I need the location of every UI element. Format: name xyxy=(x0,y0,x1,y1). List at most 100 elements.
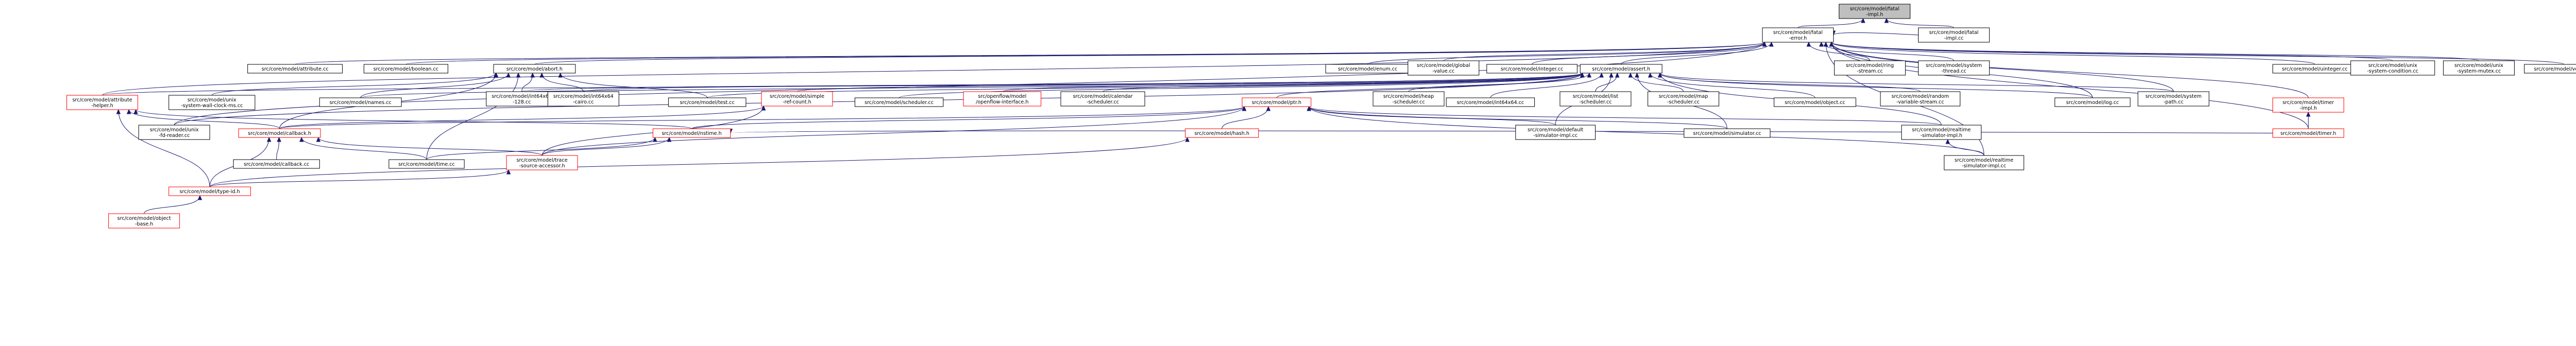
node-box xyxy=(506,155,578,170)
graph-node[interactable]: src/core/model/enum.cc xyxy=(1325,64,1410,74)
node-label: src/core/model/callback.cc xyxy=(244,162,309,167)
graph-node[interactable]: src/core/model/unix-fd-reader.cc xyxy=(138,125,210,140)
arrow-head xyxy=(1806,41,1811,47)
graph-node[interactable]: src/core/model/unix-system-condition.cc xyxy=(2350,60,2435,76)
node-label: -ref-count.h xyxy=(783,99,811,105)
arrow-head xyxy=(1599,72,1604,78)
node-label: -value.cc xyxy=(1432,68,1454,74)
graph-node[interactable]: src/core/model/nstime.h xyxy=(652,128,731,138)
node-label: src/core/model/heap xyxy=(1383,94,1434,99)
dependency-edge xyxy=(301,137,427,160)
node-label: src/core/model/int64x64.cc xyxy=(1457,100,1524,106)
node-label: src/core/model/simple xyxy=(770,94,824,99)
graph-node[interactable]: src/core/model/fatal-impl.cc xyxy=(1918,27,1990,43)
dependency-edge xyxy=(1595,73,1618,92)
graph-node[interactable]: src/core/model/hash.h xyxy=(1185,128,1259,138)
node-label: src/core/model/ptr.h xyxy=(1252,100,1301,106)
graph-node[interactable]: src/core/model/simple-ref-count.h xyxy=(761,91,833,107)
node-label: -system-wall-clock-ms.cc xyxy=(181,103,243,109)
graph-node[interactable]: src/core/model/vector.cc xyxy=(2524,64,2576,74)
graph-node[interactable]: src/core/model/object-base.h xyxy=(108,213,180,229)
arrow-head xyxy=(653,136,657,142)
node-label: -fd-reader.cc xyxy=(159,133,190,139)
graph-node[interactable]: src/core/model/simulator.cc xyxy=(1684,128,1771,138)
dependency-edge xyxy=(405,42,1765,65)
graph-node[interactable]: src/core/model/callback.cc xyxy=(233,159,320,169)
node-label: src/core/model/unix xyxy=(2454,63,2503,68)
graph-node[interactable]: src/core/model/object.cc xyxy=(1773,97,1856,107)
graph-node[interactable]: src/core/model/timer.h xyxy=(2272,128,2344,138)
graph-node[interactable]: src/core/model/fatal-error.h xyxy=(1762,27,1834,43)
graph-node[interactable]: src/core/model/default-simulator-impl.cc xyxy=(1515,125,1596,140)
graph-node[interactable]: src/core/model/ring-stream.cc xyxy=(1834,60,1906,76)
graph-node[interactable]: src/core/model/timer-impl.h xyxy=(2272,97,2344,113)
node-label: -simulator-impl.cc xyxy=(1533,133,1578,139)
node-box xyxy=(1647,91,1719,107)
graph-node[interactable]: src/core/model/ptr.h xyxy=(1242,97,1312,107)
graph-node[interactable]: src/core/model/scheduler.cc xyxy=(854,97,944,107)
graph-node[interactable]: src/openflow/model/openflow-interface.h xyxy=(963,91,1042,107)
graph-node[interactable]: src/core/model/int64x64-128.cc xyxy=(486,91,558,107)
graph-node[interactable]: src/core/model/time.cc xyxy=(388,159,465,169)
graph-node[interactable]: src/core/model/int64x64-cairo.cc xyxy=(547,91,619,107)
dependency-edge xyxy=(209,137,1188,187)
graph-node[interactable]: src/core/model/type-id.h xyxy=(168,186,251,196)
dependency-edge xyxy=(1831,42,2565,65)
node-box xyxy=(1762,27,1834,43)
graph-node[interactable]: src/core/model/map-scheduler.cc xyxy=(1647,91,1719,107)
node-label: src/core/model/callback.h xyxy=(248,131,311,136)
node-box xyxy=(1918,60,1990,76)
graph-node[interactable]: src/core/model/system-path.cc xyxy=(2138,91,2210,107)
node-label: src/core/model/object xyxy=(117,216,171,221)
graph-node[interactable]: src/core/model/list-scheduler.cc xyxy=(1560,91,1632,107)
graph-node[interactable]: src/core/model/attribute-helper.h xyxy=(66,95,139,110)
graph-node[interactable]: src/core/model/uinteger.cc xyxy=(2272,64,2357,74)
dependency-edge xyxy=(279,106,1245,129)
arrow-head xyxy=(558,72,563,78)
arrow-head xyxy=(530,72,535,78)
node-label: src/core/model/fatal xyxy=(1929,30,1978,36)
arrow-head xyxy=(494,72,499,78)
node-label: -scheduler.cc xyxy=(1392,99,1425,105)
node-label: src/core/model/nstime.h xyxy=(662,131,721,136)
graph-node[interactable]: src/core/model/test.cc xyxy=(668,97,747,107)
dependency-edge xyxy=(118,109,210,187)
graph-node[interactable]: src/core/model/log.cc xyxy=(2054,97,2131,107)
arrow-head xyxy=(1884,18,1889,23)
graph-node[interactable]: src/core/model/unix-system-wall-clock-ms… xyxy=(168,95,256,110)
graph-node[interactable]: src/core/model/realtime-simulator-impl.h xyxy=(1901,125,1981,140)
node-box xyxy=(761,91,833,107)
node-label: src/core/model/realtime xyxy=(1955,158,2013,163)
node-label: src/core/model/realtime xyxy=(1912,127,1971,133)
arrow-head xyxy=(1829,41,1834,47)
graph-node[interactable]: src/core/model/global-value.cc xyxy=(1408,60,1480,76)
node-box xyxy=(233,159,320,169)
graph-node[interactable]: src/core/model/attribute.cc xyxy=(247,64,343,74)
graph-node[interactable]: src/core/model/heap-scheduler.cc xyxy=(1372,91,1445,107)
node-box xyxy=(66,95,139,110)
node-box xyxy=(2054,97,2131,107)
graph-node[interactable]: src/core/model/abort.h xyxy=(493,64,576,74)
node-box xyxy=(1901,125,1981,140)
arrow-head xyxy=(1945,139,1950,144)
graph-node[interactable]: src/core/model/integer.cc xyxy=(1486,64,1578,74)
dependency-edge xyxy=(1659,73,2093,98)
node-label: src/core/model/int64x64 xyxy=(492,94,552,99)
node-label: -simulator-impl.h xyxy=(1920,133,1962,139)
graph-node[interactable]: src/core/model/calendar-scheduler.cc xyxy=(1060,91,1145,107)
graph-node[interactable]: src/core/model/unix-system-mutex.cc xyxy=(2443,60,2515,76)
node-label: src/core/model/fatal xyxy=(1850,6,1900,12)
graph-node[interactable]: src/core/model/names.cc xyxy=(319,97,402,107)
edges-layer xyxy=(102,18,2565,214)
graph-node[interactable]: src/core/model/assert.h xyxy=(1580,64,1663,74)
arrow-head xyxy=(1580,72,1585,78)
arrow-head xyxy=(1615,72,1620,78)
graph-node[interactable]: src/core/model/int64x64.cc xyxy=(1446,97,1535,107)
graph-node[interactable]: src/core/model/realtime-simulator-impl.c… xyxy=(1944,155,2024,170)
graph-node[interactable]: src/core/model/boolean.cc xyxy=(363,64,448,74)
graph-node[interactable]: src/core/model/system-thread.cc xyxy=(1918,60,1990,76)
graph-node[interactable]: src/core/model/trace-source-accessor.h xyxy=(506,155,578,170)
node-box xyxy=(1918,27,1990,43)
graph-node[interactable]: src/core/model/random-variable-stream.cc xyxy=(1880,91,1961,107)
graph-node[interactable]: src/core/model/callback.h xyxy=(238,128,321,138)
